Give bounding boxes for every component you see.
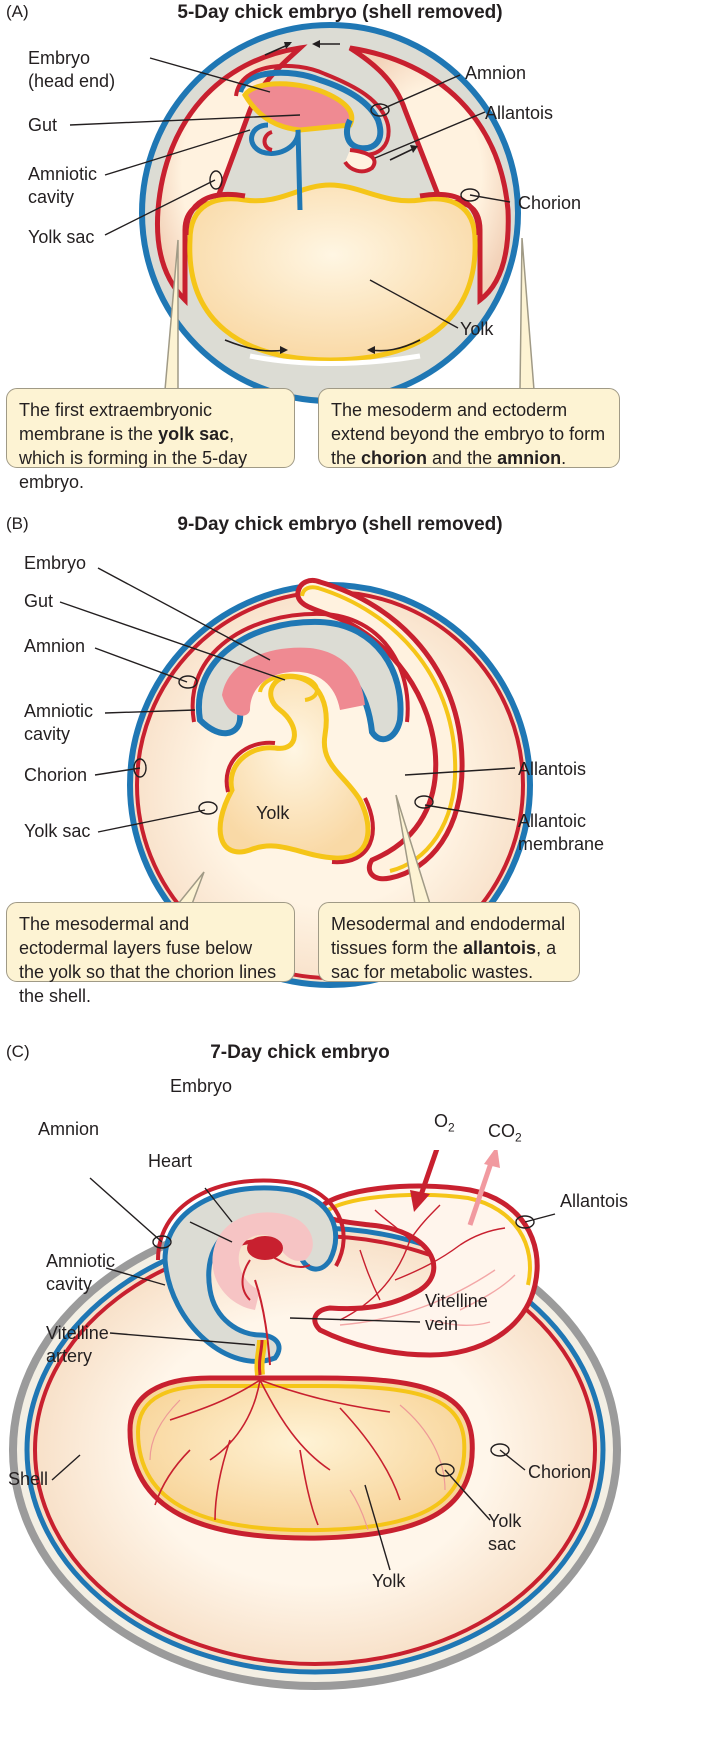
a-callout-left-post: , which is forming in the 5-day embryo. [19, 424, 248, 492]
c-label-co2-sub: 2 [515, 1130, 522, 1145]
c-label-amniotic-2: cavity [46, 1274, 93, 1294]
c-label-allantois: Allantois [560, 1191, 629, 1211]
a-label-amniotic-1: Amniotic [28, 164, 98, 184]
c-allantois [312, 1183, 540, 1358]
a-label-embryo-2: (head end) [28, 71, 116, 91]
c-label-shell: Shell [8, 1469, 49, 1489]
c-embryo-vessels [241, 1254, 311, 1366]
b-label-yolk: Yolk [256, 803, 290, 823]
c-co2-arrow [484, 1150, 500, 1168]
c-label-o2-base: O [434, 1111, 449, 1131]
panel-b-illustration [59, 567, 533, 988]
a-yolk-sac-wall-right [419, 191, 482, 236]
c-label-heart: Heart [148, 1151, 193, 1171]
a-amnion-fold-red [234, 63, 391, 157]
b-yolk [217, 674, 371, 861]
panel-c: (C) 7-Day chick embryo Embryo Amnion Hea… [0, 1042, 701, 1758]
b-callout-right: Mesodermal and endodermal tissues form t… [318, 902, 580, 982]
c-label-embryo: Embryo [170, 1076, 233, 1096]
c-label-amnion: Amnion [38, 1119, 100, 1139]
c-label-co2: CO2 [488, 1120, 522, 1150]
b-callout-right-pre: Mesodermal and endodermal tissues form t… [331, 914, 566, 958]
b-label-amniotic-1: Amniotic [24, 701, 94, 721]
c-label-o2: O2 [434, 1110, 455, 1140]
panel-a-illustration [69, 22, 535, 404]
a-yolk-sac-wall [183, 191, 246, 236]
c-heart [247, 1236, 283, 1260]
c-label-vitelline-vein-2: vein [425, 1314, 459, 1334]
c-label-o2-sub: 2 [448, 1120, 455, 1135]
b-label-chorion: Chorion [24, 765, 88, 785]
panel-c-letter: (C) [6, 1042, 30, 1061]
b-gut [258, 673, 319, 702]
a-callout-right-pointer [519, 237, 535, 391]
b-callout-right-bold: allantois [463, 938, 537, 958]
c-label-amniotic-1: Amniotic [46, 1251, 116, 1271]
panel-b-letter: (B) [6, 514, 29, 533]
a-gut [249, 122, 303, 211]
panel-c-illustration [9, 1150, 621, 1690]
a-callout-right-bold2: amnion [497, 448, 562, 468]
b-label-allantoic-2: membrane [518, 834, 605, 854]
b-allantois [295, 577, 465, 882]
a-callout-right-post: . [561, 448, 567, 468]
panel-a-title: 5-Day chick embryo (shell removed) [177, 2, 503, 23]
a-yolk [187, 182, 478, 363]
a-callout-left: The first extraembryonic membrane is the… [6, 388, 295, 492]
c-label-co2-base: CO [488, 1121, 515, 1141]
a-label-embryo-1: Embryo [28, 48, 91, 68]
a-label-gut: Gut [28, 115, 58, 135]
b-label-gut: Gut [24, 591, 54, 611]
panel-a-letter: (A) [6, 2, 29, 21]
c-o2-arrow [410, 1190, 430, 1212]
b-label-yolk-sac: Yolk sac [24, 821, 91, 841]
c-label-yolk: Yolk [372, 1571, 406, 1591]
a-callout-right: The mesoderm and ectoderm extend beyond … [318, 388, 620, 468]
a-label-allantois: Allantois [485, 103, 554, 123]
c-allantois-vessels [339, 1204, 506, 1321]
panel-b: (B) 9-Day chick embryo (shell removed) E… [0, 514, 701, 1120]
b-callout-left-text: The mesodermal and ectodermal layers fus… [19, 914, 277, 1006]
panel-c-title: 7-Day chick embryo [210, 1042, 390, 1063]
b-label-amnion: Amnion [24, 636, 86, 656]
c-label-vitelline-vein-1: Vitelline [425, 1291, 488, 1311]
a-allantois [343, 148, 377, 174]
a-callout-right-pre: The mesoderm and ectoderm extend beyond … [331, 400, 606, 468]
a-label-amnion: Amnion [465, 63, 527, 83]
c-label-vitelline-artery-1: Vitelline [46, 1323, 109, 1343]
a-label-amniotic-2: cavity [28, 187, 75, 207]
a-label-chorion: Chorion [518, 193, 582, 213]
c-yolk-vessels [154, 1379, 401, 1526]
a-callout-left-bold: yolk sac [158, 424, 230, 444]
c-label-yolk-sac-1: Yolk [488, 1511, 522, 1531]
c-label-vitelline-artery-2: artery [46, 1346, 93, 1366]
b-label-allantois: Allantois [518, 759, 587, 779]
c-label-yolk-sac-2: sac [488, 1534, 517, 1554]
b-label-embryo: Embryo [24, 553, 87, 573]
b-callout-left: The mesodermal and ectodermal layers fus… [6, 902, 295, 1006]
b-leader-lines [59, 567, 516, 833]
c-label-chorion: Chorion [528, 1462, 592, 1482]
b-label-amniotic-2: cavity [24, 724, 71, 744]
b-label-allantoic-1: Allantoic [518, 811, 587, 831]
b-embryo [222, 647, 365, 716]
panel-a: (A) 5-Day chick embryo (shell removed) E… [0, 0, 701, 540]
a-callout-right-mid: and the [427, 448, 498, 468]
a-embryo-body [242, 81, 355, 133]
a-label-yolk: Yolk [460, 319, 494, 339]
b-callout-right-post: , a sac for metabolic wastes. [331, 938, 557, 982]
c-leader-lines [51, 1177, 556, 1571]
a-chorion-right [348, 45, 511, 306]
a-amnion-fold [237, 69, 384, 152]
a-callout-left-pre: The first extraembryonic membrane is the [19, 400, 213, 444]
a-callout-right-bold1: chorion [361, 448, 428, 468]
a-label-yolk-sac: Yolk sac [28, 227, 95, 247]
c-embryo [212, 1212, 313, 1310]
panel-b-title: 9-Day chick embryo (shell removed) [177, 514, 503, 535]
a-leader-lines [69, 57, 511, 329]
